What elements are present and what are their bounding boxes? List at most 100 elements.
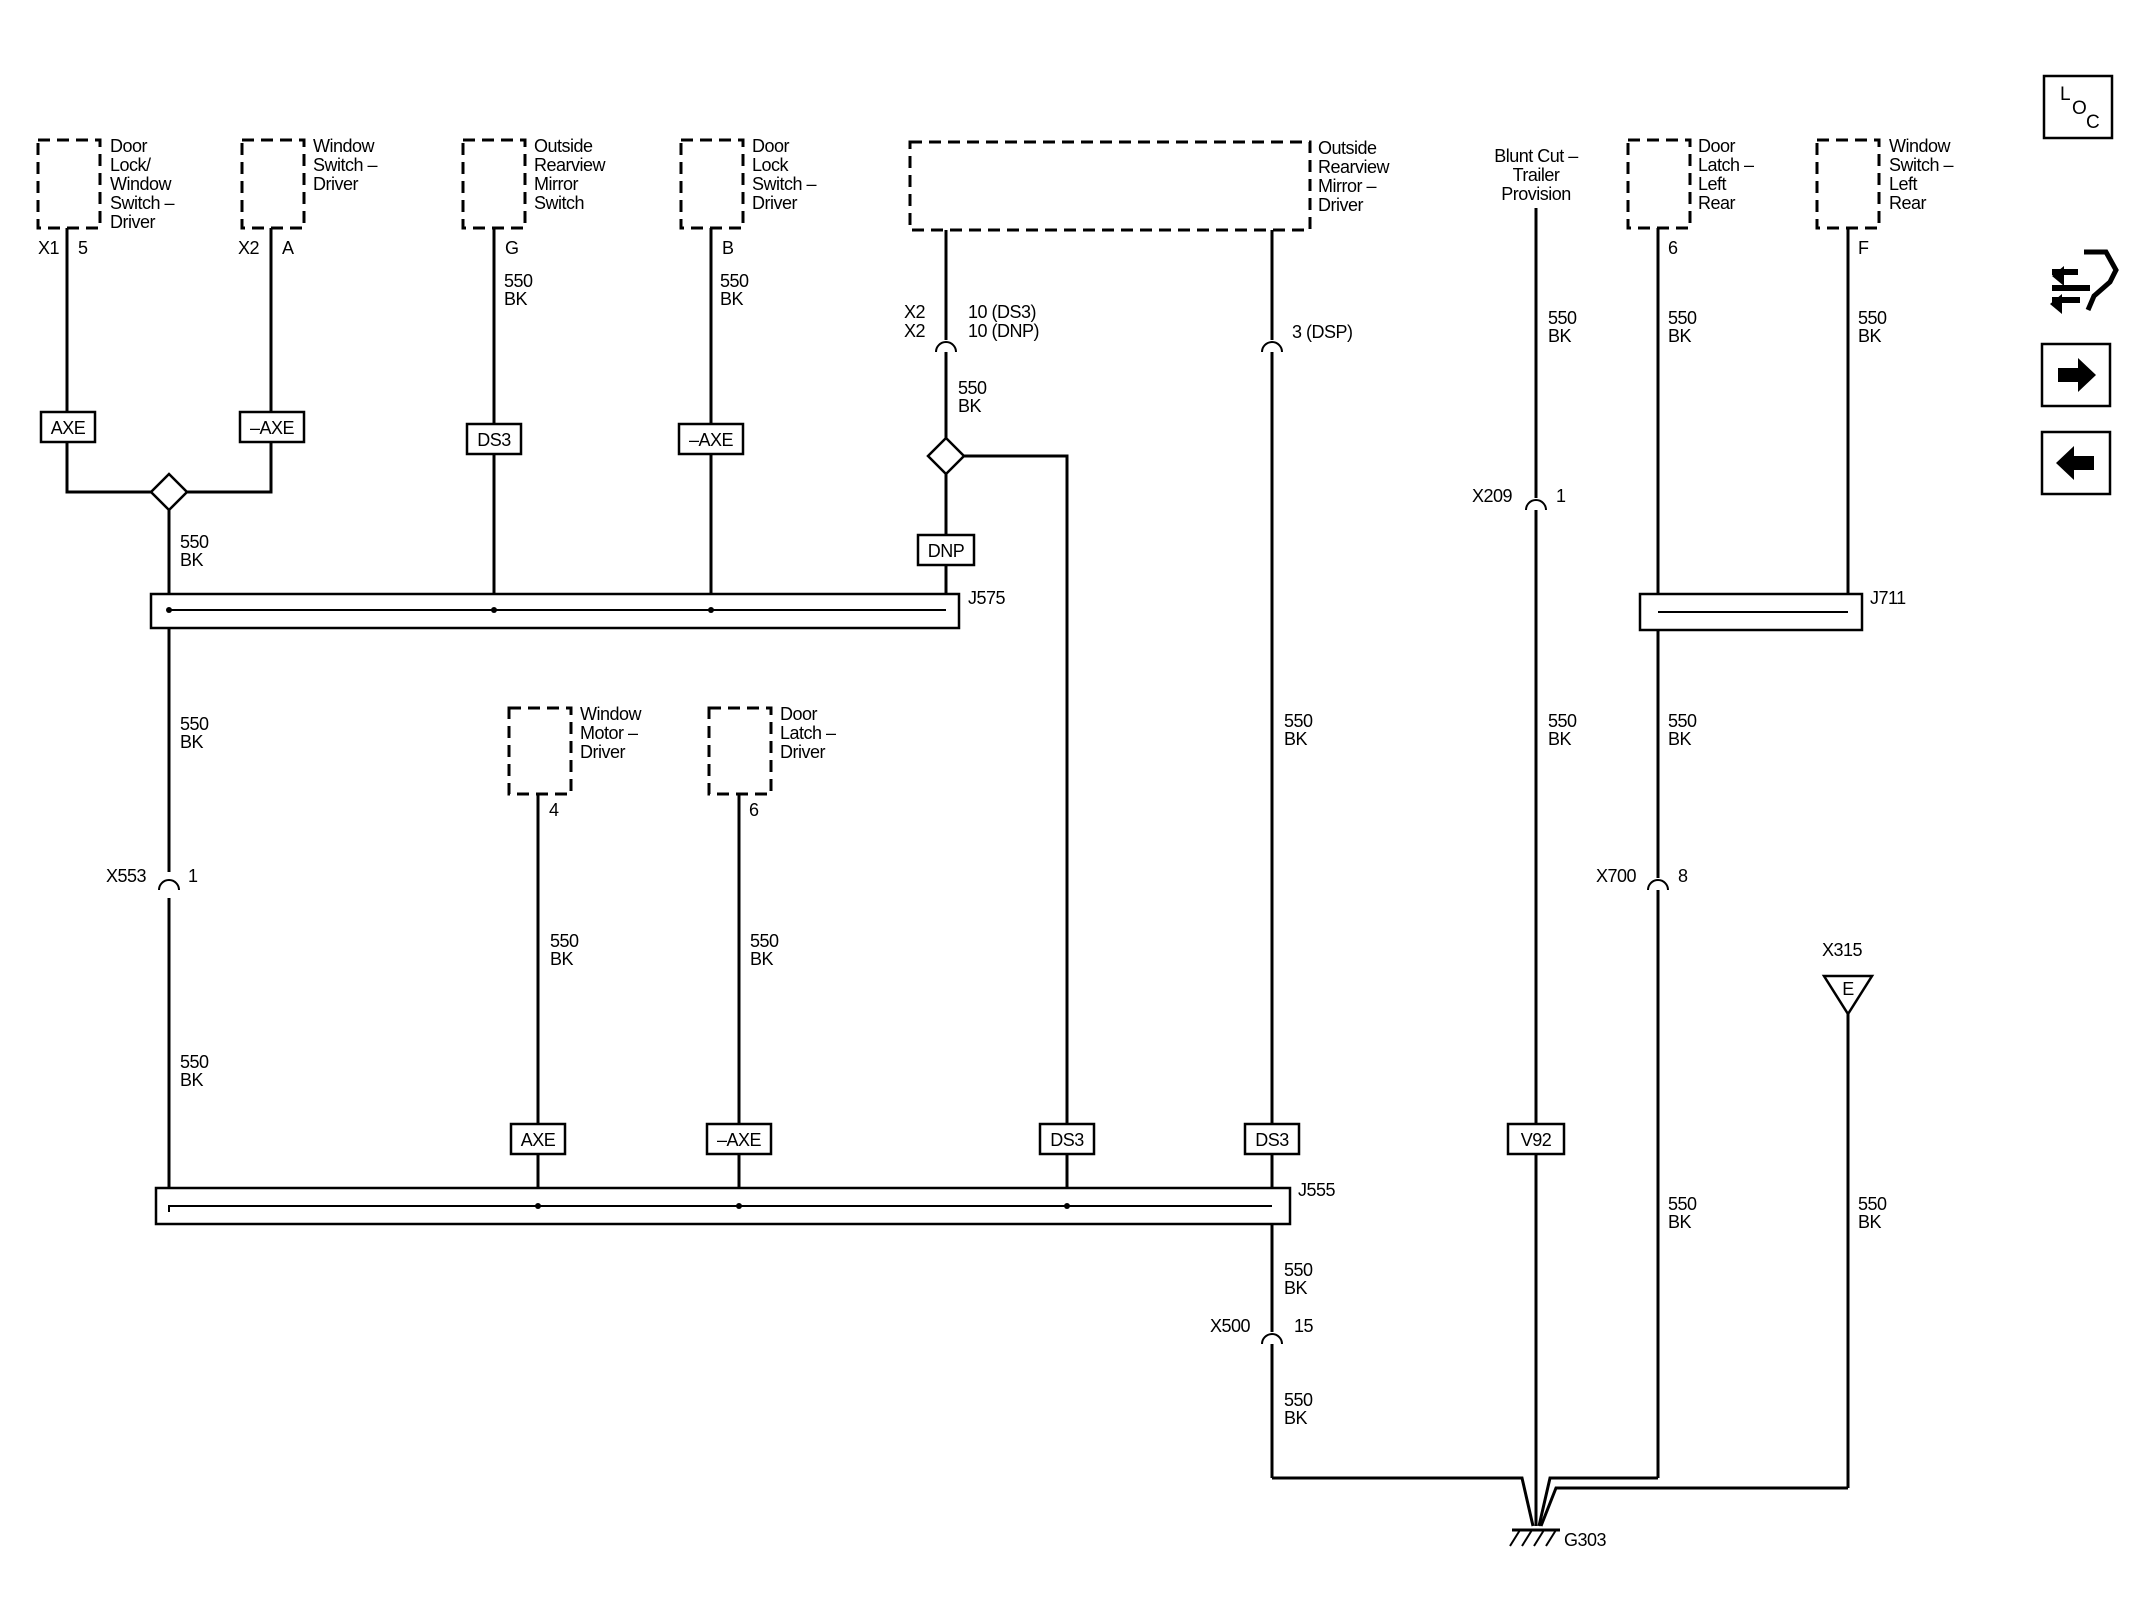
wire-color-label: BK bbox=[1284, 1278, 1308, 1298]
component-label-line: Switch – bbox=[110, 193, 175, 213]
inline-connector-x553 bbox=[158, 879, 180, 891]
component-window-switch-left-rear: Window Switch – Left Rear bbox=[1815, 136, 1954, 230]
wire-circuit-label: 550 bbox=[958, 378, 987, 398]
component-label-line: Driver bbox=[313, 174, 359, 194]
component-label-line: Switch – bbox=[1889, 155, 1954, 175]
component-label-line: Driver bbox=[780, 742, 826, 762]
option-label: –AXE bbox=[717, 1130, 762, 1150]
connector-label: X1 bbox=[38, 238, 60, 258]
component-label-line: Switch – bbox=[313, 155, 378, 175]
wire-circuit-label: 550 bbox=[1668, 711, 1697, 731]
wire-group-driver-door bbox=[536, 794, 1069, 1208]
arrow-right-icon bbox=[2058, 358, 2096, 392]
pin-label: 1 bbox=[188, 866, 198, 886]
splice-dot bbox=[491, 607, 497, 613]
wire-group-left bbox=[65, 228, 273, 1212]
component-label-line: Rearview bbox=[1318, 157, 1391, 177]
component-outside-rearview-mirror-driver: Outside Rearview Mirror – Driver bbox=[908, 138, 1391, 232]
pin-label: F bbox=[1858, 238, 1869, 258]
pin-label: 1 bbox=[1556, 486, 1566, 506]
component-label-line: Window bbox=[110, 174, 173, 194]
pin-label: 3 (DSP) bbox=[1292, 322, 1353, 342]
pin-label: B bbox=[722, 238, 734, 258]
component-label-line: Lock bbox=[752, 155, 790, 175]
component-label-line: Driver bbox=[580, 742, 626, 762]
option-label: AXE bbox=[51, 418, 86, 438]
wire-circuit-label: 550 bbox=[1284, 1390, 1313, 1410]
wire-group-left-rear bbox=[1647, 228, 1850, 1478]
component-label-line: Mirror – bbox=[1318, 176, 1376, 196]
connector-view-icon[interactable] bbox=[2050, 249, 2119, 314]
wire-circuit-label: 550 bbox=[504, 271, 533, 291]
connector-label: X700 bbox=[1596, 866, 1637, 886]
component-label-line: Outside bbox=[1318, 138, 1377, 158]
next-page-button[interactable] bbox=[2040, 342, 2112, 408]
option-label: DS3 bbox=[477, 430, 511, 450]
wire-circuit-label: 550 bbox=[1858, 308, 1887, 328]
component-label-line: Lock/ bbox=[110, 155, 151, 175]
connector-label: X2 bbox=[904, 302, 926, 322]
component-label-line: Latch – bbox=[780, 723, 836, 743]
wire-group-blunt-cut bbox=[1525, 208, 1547, 1488]
splice-dot bbox=[736, 1203, 742, 1209]
connector-label: X500 bbox=[1210, 1316, 1251, 1336]
wire-color-label: BK bbox=[720, 289, 744, 309]
component-label-line: Outside bbox=[534, 136, 593, 156]
wire-circuit-label: 550 bbox=[550, 931, 579, 951]
component-label-line: Motor – bbox=[580, 723, 638, 743]
component-door-latch-left-rear: Door Latch – Left Rear bbox=[1626, 136, 1755, 230]
pin-label: 10 (DNP) bbox=[968, 321, 1039, 341]
wire-group-mirror-dsp bbox=[1261, 230, 1283, 1478]
option-label: AXE bbox=[521, 1130, 556, 1150]
splice-diamond bbox=[926, 436, 966, 476]
wire-color-label: BK bbox=[180, 732, 204, 752]
wire-group-mirror-driver bbox=[935, 230, 1069, 1124]
component-window-motor-driver: Window Motor – Driver bbox=[507, 704, 643, 796]
wire-color-label: BK bbox=[958, 396, 982, 416]
component-outside-rearview-mirror-switch: Outside Rearview Mirror Switch bbox=[461, 136, 607, 230]
option-label: –AXE bbox=[689, 430, 734, 450]
wire-circuit-label: 550 bbox=[720, 271, 749, 291]
wire-color-label: BK bbox=[1668, 326, 1692, 346]
component-label-line: Door bbox=[752, 136, 790, 156]
component-door-lock-window-switch-driver: Door Lock/ Window Switch – Driver bbox=[36, 136, 175, 232]
wire-circuit-label: 550 bbox=[1284, 1260, 1313, 1280]
component-label-line: Switch bbox=[534, 193, 584, 213]
wire-color-label: BK bbox=[1858, 326, 1882, 346]
loc-letter: O bbox=[2072, 98, 2086, 119]
previous-page-button[interactable] bbox=[2040, 430, 2112, 496]
inline-connector-x315 bbox=[1821, 974, 1875, 1017]
pin-label: G bbox=[505, 238, 519, 258]
component-label-line: Rear bbox=[1698, 193, 1736, 213]
pin-label: 4 bbox=[549, 800, 559, 820]
component-label-line: Window bbox=[1889, 136, 1952, 156]
connector-label: X553 bbox=[106, 866, 147, 886]
pin-label: E bbox=[1842, 979, 1854, 999]
component-label-line: Door bbox=[110, 136, 148, 156]
wire-color-label: BK bbox=[750, 949, 774, 969]
component-door-latch-driver: Door Latch – Driver bbox=[707, 704, 837, 796]
loc-button[interactable]: L O C bbox=[2042, 74, 2114, 140]
splice-diamond bbox=[149, 472, 189, 512]
splice-label: J555 bbox=[1298, 1180, 1336, 1200]
wire-circuit-label: 550 bbox=[1548, 308, 1577, 328]
component-label-line: Provision bbox=[1501, 184, 1571, 204]
pin-label: A bbox=[282, 238, 294, 258]
component-label-line: Left bbox=[1889, 174, 1918, 194]
wire-color-label: BK bbox=[1284, 729, 1308, 749]
ground-symbol bbox=[1509, 1528, 1560, 1547]
wire-group-switches bbox=[492, 228, 713, 610]
ground-bus bbox=[1272, 1476, 1848, 1527]
wire-circuit-label: 550 bbox=[1858, 1194, 1887, 1214]
splice-dot bbox=[166, 607, 172, 613]
connector-label: X315 bbox=[1822, 940, 1863, 960]
option-label: DS3 bbox=[1255, 1130, 1289, 1150]
splice-label: J575 bbox=[968, 588, 1006, 608]
wire-color-label: BK bbox=[1548, 729, 1572, 749]
wire-color-label: BK bbox=[550, 949, 574, 969]
splice-dot bbox=[535, 1203, 541, 1209]
ground-label: G303 bbox=[1564, 1530, 1607, 1550]
wire-color-label: BK bbox=[1668, 1212, 1692, 1232]
pin-label: 6 bbox=[749, 800, 759, 820]
